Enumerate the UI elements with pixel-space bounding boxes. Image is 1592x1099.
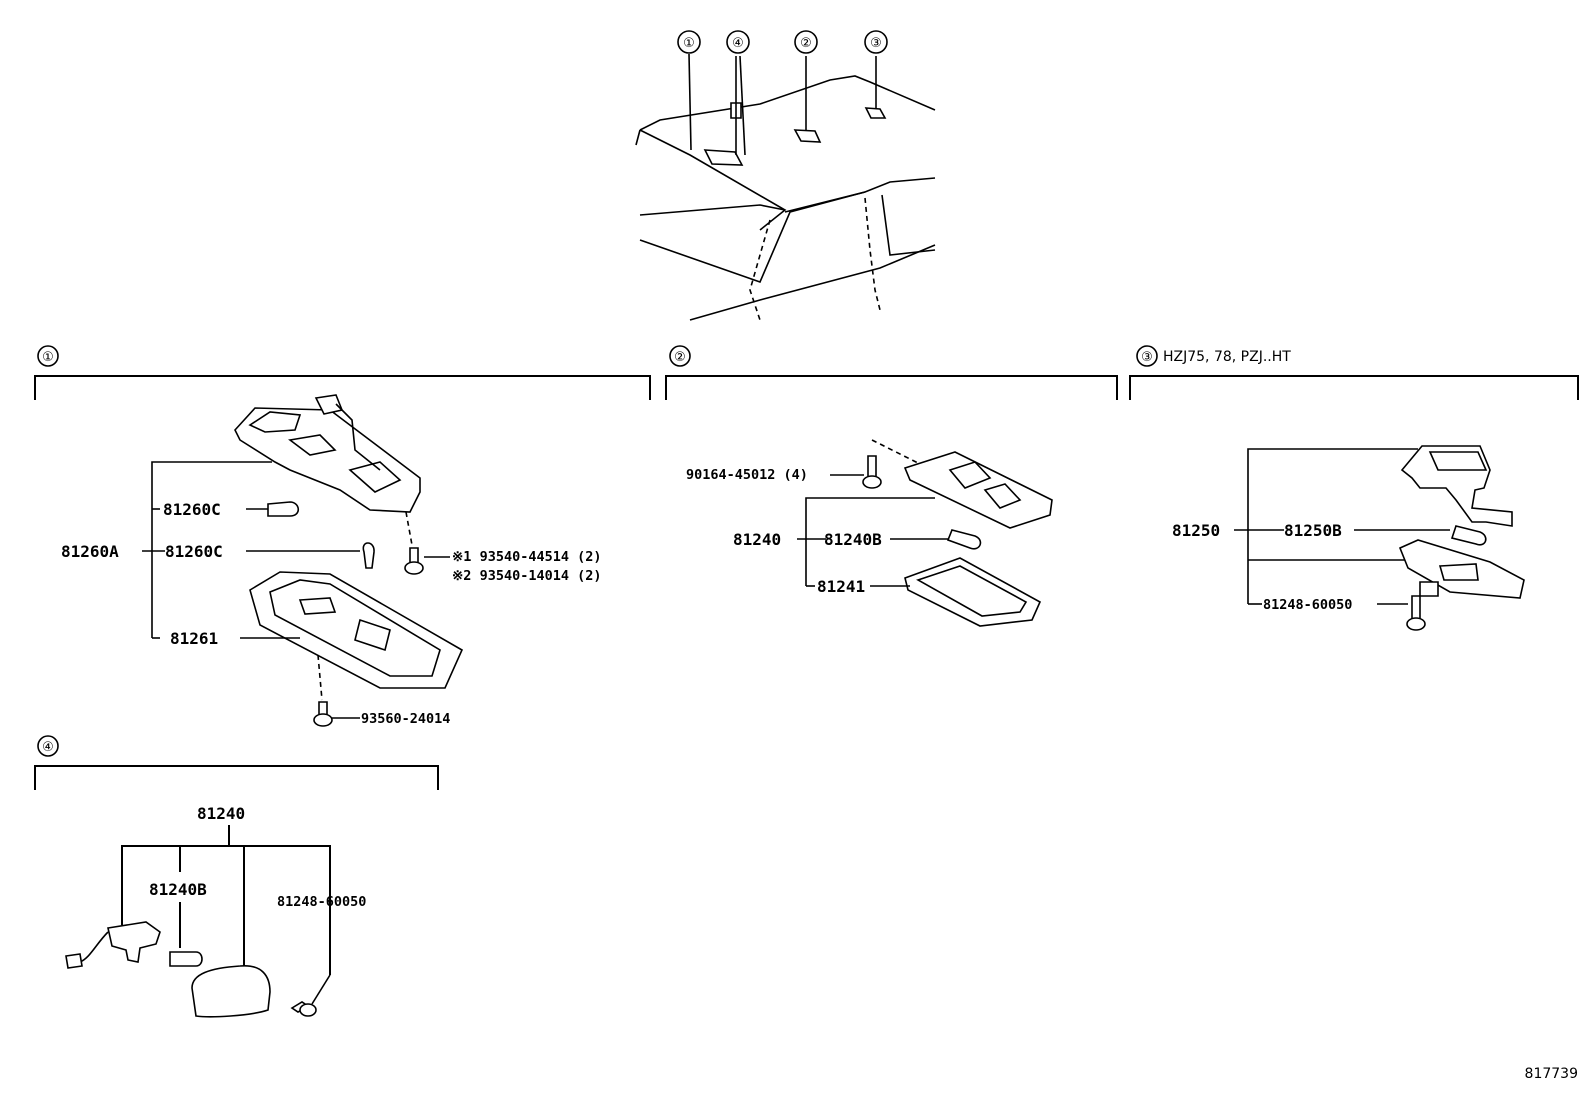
svg-text:③: ③ <box>870 36 882 51</box>
label-81241: 81241 <box>817 577 865 596</box>
overview-callout-1: ① <box>677 30 701 54</box>
section-1: ① <box>34 345 651 727</box>
bulb-81240b-s4-icon <box>169 951 203 967</box>
svg-text:①: ① <box>42 350 54 365</box>
cargo-lamp-bracket-icon <box>1400 445 1513 527</box>
svg-text:④: ④ <box>42 740 54 755</box>
bulb-81260c-lower-icon <box>362 542 375 569</box>
label-81240-s4: 81240 <box>197 804 245 823</box>
figure-number: 817739 <box>1525 1066 1578 1082</box>
overview-callout-3: ③ <box>864 30 888 54</box>
section-1-marker: ① <box>37 345 59 367</box>
screw-81248-s3-icon <box>1406 595 1426 631</box>
vehicle-roof-overview: ① ④ ② ③ <box>635 30 936 321</box>
label-81248-60050-s3: 81248-60050 <box>1263 597 1352 613</box>
cargo-lamp-housing-icon <box>1398 539 1525 599</box>
screw-93540-icon <box>404 547 424 575</box>
svg-text:①: ① <box>683 36 695 51</box>
courtesy-lamp-lens-icon <box>191 965 271 1018</box>
label-81260c-upper: 81260C <box>163 500 221 519</box>
label-81261: 81261 <box>170 629 218 648</box>
label-81248-60050-s4: 81248-60050 <box>277 894 366 910</box>
svg-text:②: ② <box>674 350 686 365</box>
label-93560-24014: 93560-24014 <box>361 711 450 727</box>
roof-lamp-2-icon <box>793 129 822 143</box>
dome-lamp-lens-icon <box>249 571 464 689</box>
bulb-81260c-upper-icon <box>267 501 300 517</box>
overview-callout-4: ④ <box>726 30 750 54</box>
section-4-marker: ④ <box>37 735 59 757</box>
svg-text:④: ④ <box>732 36 744 51</box>
section-1-bracket <box>34 375 651 400</box>
section-4: ④ 81240 81240B 81248-60050 <box>34 735 439 1018</box>
label-81260a: 81260A <box>61 542 119 561</box>
courtesy-lamp-socket-icon <box>65 921 161 969</box>
screw-81248-s4-icon <box>290 1001 317 1017</box>
label-81240b-s4: 81240B <box>149 880 207 899</box>
roof-lamp-1-icon <box>703 149 744 166</box>
section-4-bracket <box>34 765 439 790</box>
map-lamp-lens-icon <box>904 557 1042 627</box>
section-3: ③ HZJ75, 78, PZJ..HT 81250 81250B 81248-… <box>1129 345 1579 631</box>
screw-93560-icon <box>313 701 333 727</box>
label-81260c-lower: 81260C <box>165 542 223 561</box>
label-81250b: 81250B <box>1284 521 1342 540</box>
label-90164-45012: 90164-45012 (4) <box>686 467 808 483</box>
section-2: ② 90164-45012 (4) 81240 81240B 81241 <box>665 345 1118 627</box>
dome-lamp-base-icon <box>234 394 421 513</box>
roof-lamp-3-icon <box>864 107 887 119</box>
overview-callout-2: ② <box>794 30 818 54</box>
label-81240b-s2: 81240B <box>824 530 882 549</box>
section-3-marker: ③ <box>1136 345 1158 367</box>
bulb-81240b-icon <box>946 529 982 550</box>
label-81240-s2: 81240 <box>733 530 781 549</box>
section-2-marker: ② <box>669 345 691 367</box>
label-81250: 81250 <box>1172 521 1220 540</box>
section-3-caption: HZJ75, 78, PZJ..HT <box>1163 349 1291 365</box>
svg-text:②: ② <box>800 36 812 51</box>
svg-text:③: ③ <box>1141 350 1153 365</box>
screw-90164-icon <box>862 455 882 489</box>
label-93540-44514: ※1 93540-44514 (2) <box>452 549 601 565</box>
section-3-bracket <box>1129 375 1579 400</box>
bulb-81250b-icon <box>1450 525 1487 546</box>
label-93540-14014: ※2 93540-14014 (2) <box>452 568 601 584</box>
map-lamp-base-icon <box>903 451 1053 529</box>
section-2-bracket <box>665 375 1118 400</box>
